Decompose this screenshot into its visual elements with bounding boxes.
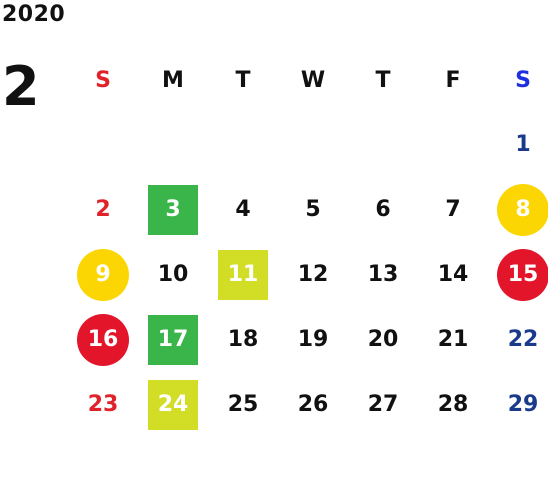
day-cell[interactable]: 19: [278, 307, 348, 372]
day-cell[interactable]: 2: [68, 177, 138, 242]
weekday-sun: S: [95, 67, 111, 93]
day-number: 14: [437, 262, 469, 287]
day-number: 7: [445, 197, 461, 222]
day-cell[interactable]: 12: [278, 242, 348, 307]
day-number: 6: [375, 197, 391, 222]
month-label: 2: [2, 55, 40, 118]
day-cell[interactable]: 18: [208, 307, 278, 372]
day-number: 4: [235, 197, 251, 222]
day-number-green-mark: 17: [148, 314, 198, 365]
day-cell[interactable]: 29: [488, 372, 548, 437]
calendar-grid: S M T W T F S 1 2 3 4 5 6 7 8 9 10 11 12…: [68, 48, 548, 437]
day-number-lime-mark: 24: [148, 379, 198, 430]
day-number-red-circle: 16: [77, 313, 129, 366]
day-number-yellow-circle: 9: [77, 248, 129, 301]
day-cell-empty: [208, 112, 278, 177]
day-number: 20: [367, 327, 399, 352]
day-cell[interactable]: 22: [488, 307, 548, 372]
day-cell-marked[interactable]: 11: [208, 242, 278, 307]
day-cell[interactable]: 1: [488, 112, 548, 177]
day-number: 29: [507, 392, 539, 417]
year-label: 2020: [2, 2, 66, 27]
weekday-thu: T: [375, 67, 391, 93]
day-cell-marked[interactable]: 24: [138, 372, 208, 437]
day-cell-marked[interactable]: 8: [488, 177, 548, 242]
day-number: 12: [297, 262, 329, 287]
day-cell-empty: [418, 112, 488, 177]
weekday-tue: T: [235, 67, 251, 93]
day-number-yellow-circle: 8: [497, 183, 548, 236]
day-cell[interactable]: 4: [208, 177, 278, 242]
day-cell[interactable]: 23: [68, 372, 138, 437]
day-number: 10: [157, 262, 189, 287]
day-number-lime-mark: 11: [218, 249, 268, 300]
day-cell[interactable]: 5: [278, 177, 348, 242]
day-cell-empty: [68, 112, 138, 177]
day-number-red-circle: 15: [497, 248, 548, 301]
day-number-green-mark: 3: [148, 184, 198, 235]
day-number: 5: [305, 197, 321, 222]
weekday-mon: M: [162, 67, 184, 93]
day-number: 21: [437, 327, 469, 352]
day-cell[interactable]: 27: [348, 372, 418, 437]
day-cell-empty: [348, 112, 418, 177]
day-cell-marked[interactable]: 17: [138, 307, 208, 372]
weekday-wed: W: [300, 67, 326, 93]
day-number: 2: [95, 197, 111, 222]
day-cell[interactable]: 21: [418, 307, 488, 372]
day-number: 26: [297, 392, 329, 417]
day-cell-empty: [138, 112, 208, 177]
day-number: 22: [507, 327, 539, 352]
day-number: 18: [227, 327, 259, 352]
day-number: 27: [367, 392, 399, 417]
day-number: 19: [297, 327, 329, 352]
day-number: 13: [367, 262, 399, 287]
day-cell[interactable]: 28: [418, 372, 488, 437]
day-cell-marked[interactable]: 16: [68, 307, 138, 372]
day-cell[interactable]: 6: [348, 177, 418, 242]
day-cell[interactable]: 10: [138, 242, 208, 307]
day-cell[interactable]: 25: [208, 372, 278, 437]
day-cell[interactable]: 7: [418, 177, 488, 242]
day-number: 25: [227, 392, 259, 417]
day-number: 23: [87, 392, 119, 417]
day-number: 1: [515, 132, 531, 157]
weekday-fri: F: [445, 67, 461, 93]
day-cell[interactable]: 14: [418, 242, 488, 307]
day-cell[interactable]: 26: [278, 372, 348, 437]
day-cell[interactable]: 13: [348, 242, 418, 307]
day-cell-marked[interactable]: 3: [138, 177, 208, 242]
day-number: 28: [437, 392, 469, 417]
day-cell[interactable]: 20: [348, 307, 418, 372]
weekday-sat: S: [515, 67, 531, 93]
day-cell-marked[interactable]: 9: [68, 242, 138, 307]
day-cell-marked[interactable]: 15: [488, 242, 548, 307]
day-cell-empty: [278, 112, 348, 177]
